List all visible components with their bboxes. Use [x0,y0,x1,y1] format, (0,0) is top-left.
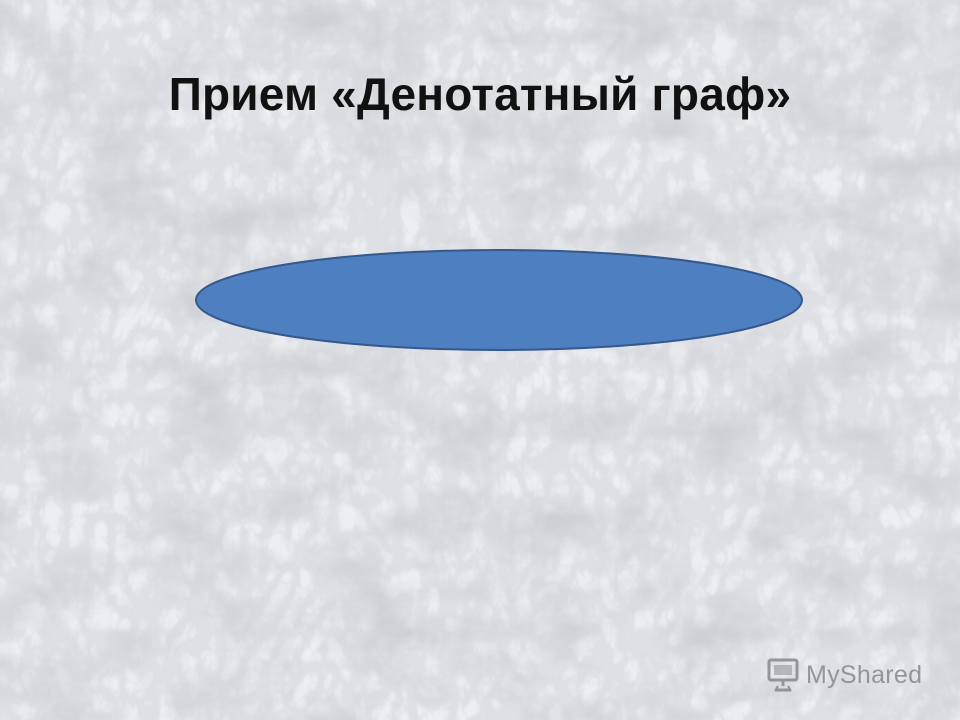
watermark: MyShared [766,655,936,695]
ellipse [195,249,803,351]
blue-ellipse-shape [195,249,803,351]
watermark-text: MyShared [806,660,923,689]
presentation-screen-icon [767,658,799,692]
slide-title: Прием «Денотатный граф» [168,68,792,120]
